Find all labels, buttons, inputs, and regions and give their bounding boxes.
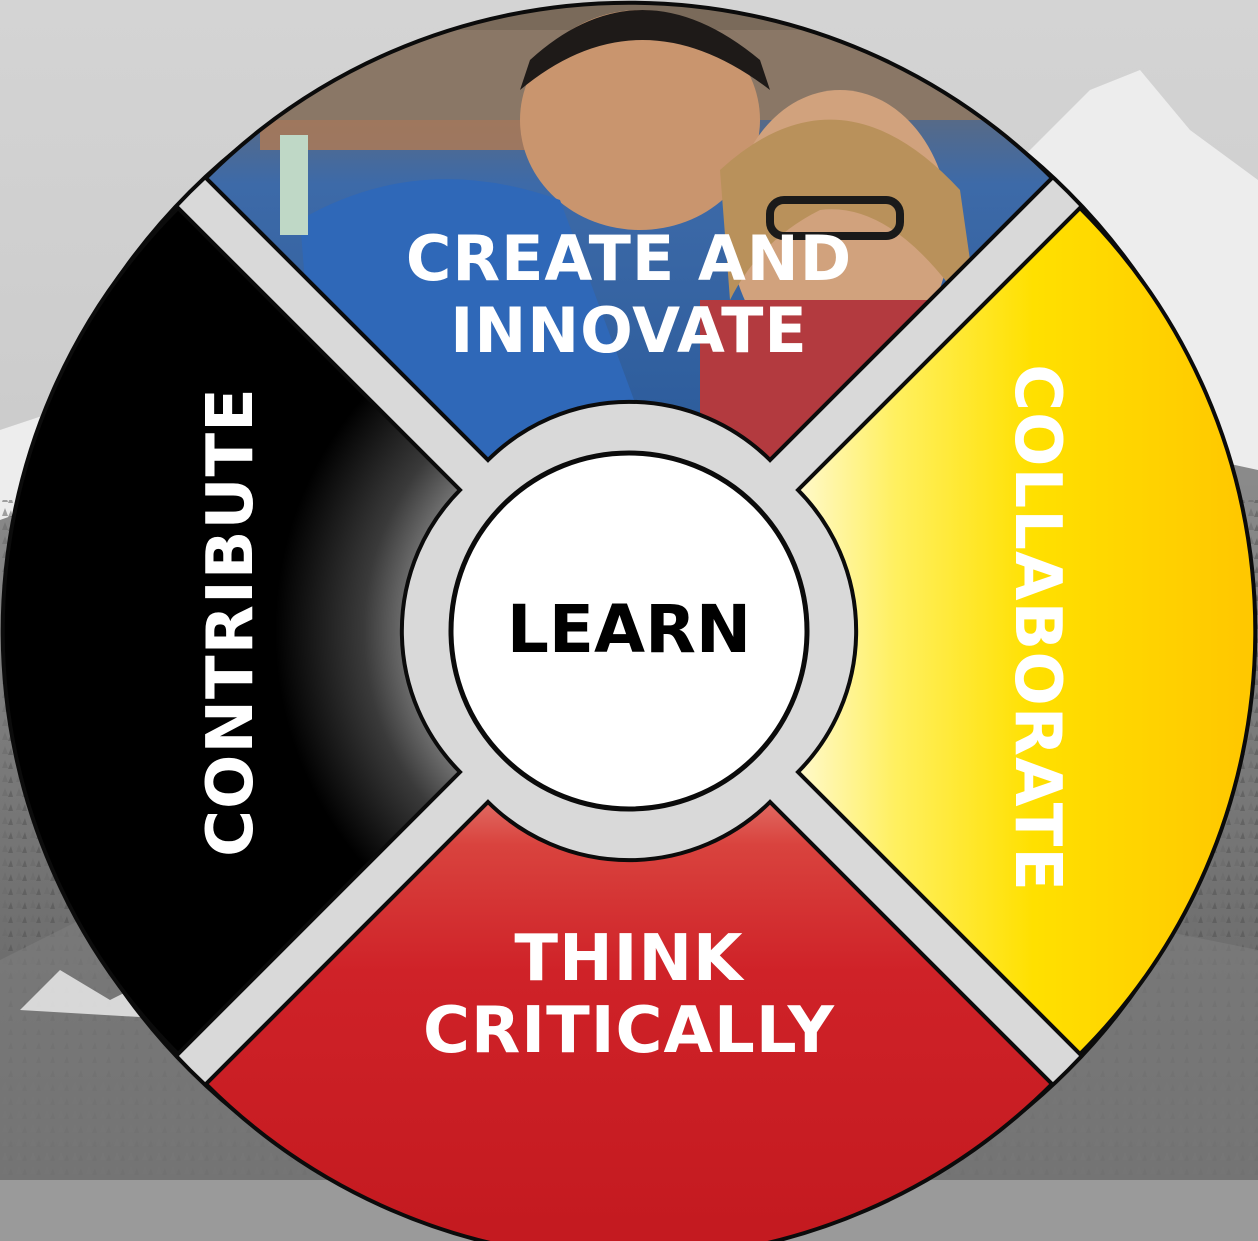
- label-learn: LEARN: [507, 591, 751, 668]
- center-circle: LEARN: [448, 450, 810, 812]
- label-contribute: CONTRIBUTE: [194, 387, 268, 857]
- label-collaborate: COLLABORATE: [1000, 364, 1074, 892]
- quadrant-think-critically: THINK CRITICALLY: [203, 799, 1055, 1241]
- label-think-critically-line1: THINK: [514, 922, 745, 996]
- quadrant-create-and-innovate: CREATE AND INNOVATE: [203, 0, 1055, 463]
- quadrant-contribute: CONTRIBUTE: [0, 205, 463, 1057]
- quadrant-collaborate: COLLABORATE: [795, 205, 1258, 1057]
- label-create-and-innovate-line1: CREATE AND: [406, 222, 852, 295]
- label-create-and-innovate-line2: INNOVATE: [450, 294, 807, 367]
- label-think-critically-line2: CRITICALLY: [423, 994, 835, 1068]
